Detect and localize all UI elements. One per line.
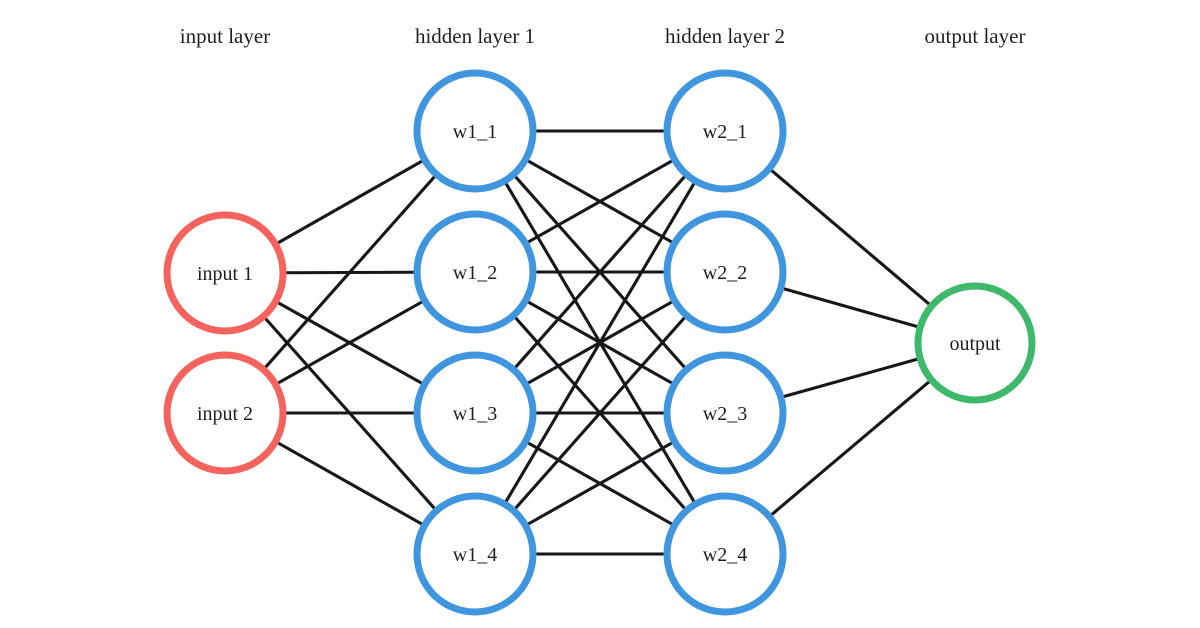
- edge-w1-4-to-w2-2: [514, 316, 686, 510]
- edge-w1-3-to-w2-1: [514, 175, 686, 369]
- node-circle-w1-2[interactable]: [413, 210, 537, 334]
- edge-w1-4-to-w2-3: [527, 441, 673, 526]
- node-circle-w1-3[interactable]: [413, 351, 537, 475]
- node-circle-w2-4[interactable]: [663, 492, 787, 616]
- layer-headings-group: input layer hidden layer 1 hidden layer 2 o…: [180, 24, 1026, 48]
- node-circle-w1-4[interactable]: [413, 492, 537, 616]
- node-circle-w1-1[interactable]: [413, 69, 537, 193]
- node-w1-2[interactable]: w1_2: [413, 210, 537, 334]
- node-w2-4[interactable]: w2_4: [663, 492, 787, 616]
- node-input-2[interactable]: input 2: [163, 351, 287, 475]
- layer-heading-input-layer: input layer: [180, 24, 270, 48]
- node-label-input-2: input 2: [197, 403, 253, 425]
- layer-heading-output-layer: output layer: [925, 24, 1026, 48]
- edge-w2-3-to-output-1: [783, 357, 918, 398]
- edge-w1-4-to-w2-1: [504, 182, 696, 503]
- edge-input-2-to-w1-4: [277, 441, 423, 526]
- node-label-w2-2: w2_2: [703, 262, 747, 284]
- node-circle-w2-2[interactable]: [663, 210, 787, 334]
- edge-w2-1-to-output-1: [770, 169, 931, 306]
- node-circle-w2-1[interactable]: [663, 69, 787, 193]
- node-w2-1[interactable]: w2_1: [663, 69, 787, 193]
- node-label-input-1: input 1: [197, 263, 253, 285]
- node-w2-3[interactable]: w2_3: [663, 351, 787, 475]
- edge-w1-2-to-w2-1: [527, 159, 673, 244]
- layer-heading-hidden-layer-1: hidden layer 1: [415, 24, 535, 48]
- node-input-1[interactable]: input 1: [163, 211, 287, 335]
- node-label-w1-3: w1_3: [453, 403, 497, 425]
- node-circle-input-2[interactable]: [163, 351, 287, 475]
- node-label-w2-3: w2_3: [703, 403, 747, 425]
- layer-heading-hidden-layer-2: hidden layer 2: [665, 24, 785, 48]
- node-w2-2[interactable]: w2_2: [663, 210, 787, 334]
- node-label-w2-4: w2_4: [703, 544, 747, 566]
- node-label-w1-4: w1_4: [453, 544, 497, 566]
- edge-input-2-to-w1-1: [264, 175, 436, 369]
- node-circle-output-1[interactable]: [914, 282, 1036, 404]
- node-label-w1-1: w1_1: [453, 121, 497, 143]
- node-output-1[interactable]: output: [914, 282, 1036, 404]
- node-label-w1-2: w1_2: [453, 262, 497, 284]
- node-w1-4[interactable]: w1_4: [413, 492, 537, 616]
- edges-group: [264, 129, 931, 556]
- edge-input-1-to-w1-1: [277, 159, 423, 245]
- edge-w2-4-to-output-1: [770, 380, 930, 516]
- node-circle-input-1[interactable]: [163, 211, 287, 335]
- nodes-group: input 1 input 2 w1_1 w1_2 w1_3 w1_4 w2_1 w2_2 w2…: [163, 69, 1036, 616]
- node-w1-1[interactable]: w1_1: [413, 69, 537, 193]
- node-circle-w2-3[interactable]: [663, 351, 787, 475]
- node-label-w2-1: w2_1: [703, 121, 747, 143]
- edge-input-2-to-w1-2: [277, 300, 423, 385]
- node-label-output-1: output: [949, 333, 1001, 355]
- node-w1-3[interactable]: w1_3: [413, 351, 537, 475]
- edge-w2-2-to-output-1: [783, 287, 918, 329]
